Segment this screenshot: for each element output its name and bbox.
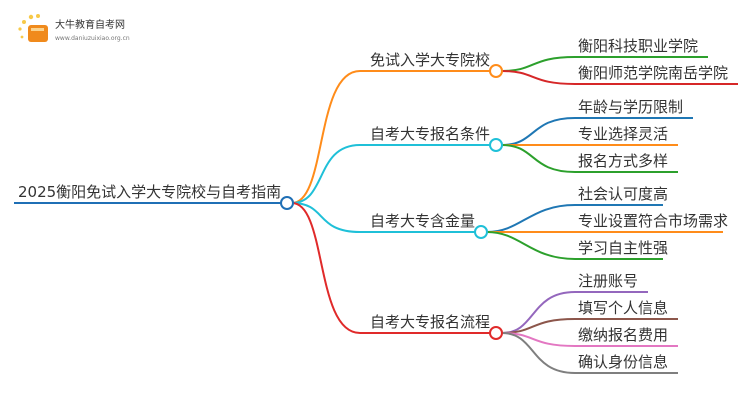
branch-link bbox=[291, 202, 490, 334]
branch-collapse-toggle[interactable] bbox=[489, 64, 503, 78]
leaf-link bbox=[501, 291, 648, 334]
logo-url: www.daniuzuixiao.org.cn bbox=[55, 35, 130, 42]
branch-node-label[interactable]: 自考大专报名流程 bbox=[370, 313, 490, 331]
branch-node-label[interactable]: 自考大专报名条件 bbox=[370, 125, 490, 143]
root-node-toggle[interactable] bbox=[280, 196, 294, 210]
leaf-node-label[interactable]: 专业设置符合市场需求 bbox=[578, 212, 728, 230]
leaf-node-label[interactable]: 衡阳科技职业学院 bbox=[578, 37, 698, 55]
branch-collapse-toggle[interactable] bbox=[489, 138, 503, 152]
book-icon bbox=[28, 25, 48, 42]
branch-collapse-toggle[interactable] bbox=[489, 326, 503, 340]
leaf-link bbox=[501, 56, 708, 72]
leaf-node-label[interactable]: 缴纳报名费用 bbox=[578, 326, 668, 344]
leaf-node-label[interactable]: 确认身份信息 bbox=[578, 353, 668, 371]
branch-collapse-toggle[interactable] bbox=[474, 225, 488, 239]
leaf-link bbox=[501, 318, 678, 334]
leaf-link bbox=[486, 231, 663, 260]
leaf-node-label[interactable]: 专业选择灵活 bbox=[578, 125, 668, 143]
leaf-link bbox=[501, 70, 738, 85]
leaf-node-label[interactable]: 衡阳师范学院南岳学院 bbox=[578, 64, 728, 82]
leaf-node-label[interactable]: 学习自主性强 bbox=[578, 239, 668, 257]
leaf-node-label[interactable]: 填写个人信息 bbox=[578, 299, 668, 317]
logo: 大牛教育自考网 www.daniuzuixiao.org.cn bbox=[18, 14, 130, 42]
leaf-link bbox=[501, 117, 693, 146]
leaf-node-label[interactable]: 注册账号 bbox=[578, 272, 638, 290]
logo-name: 大牛教育自考网 bbox=[55, 18, 125, 31]
leaf-link bbox=[486, 204, 663, 233]
leaf-node-label[interactable]: 社会认可度高 bbox=[578, 185, 668, 203]
branch-node-label[interactable]: 免试入学大专院校 bbox=[370, 51, 490, 69]
leaf-link bbox=[501, 332, 678, 374]
branch-link bbox=[291, 144, 490, 204]
root-node-label[interactable]: 2025衡阳免试入学大专院校与自考指南 bbox=[18, 183, 281, 201]
leaf-link bbox=[501, 144, 678, 173]
branch-node-label[interactable]: 自考大专含金量 bbox=[370, 212, 475, 230]
branch-link bbox=[291, 202, 475, 233]
leaf-node-label[interactable]: 报名方式多样 bbox=[578, 152, 668, 170]
leaf-node-label[interactable]: 年龄与学历限制 bbox=[578, 98, 683, 116]
branch-link bbox=[291, 70, 490, 204]
